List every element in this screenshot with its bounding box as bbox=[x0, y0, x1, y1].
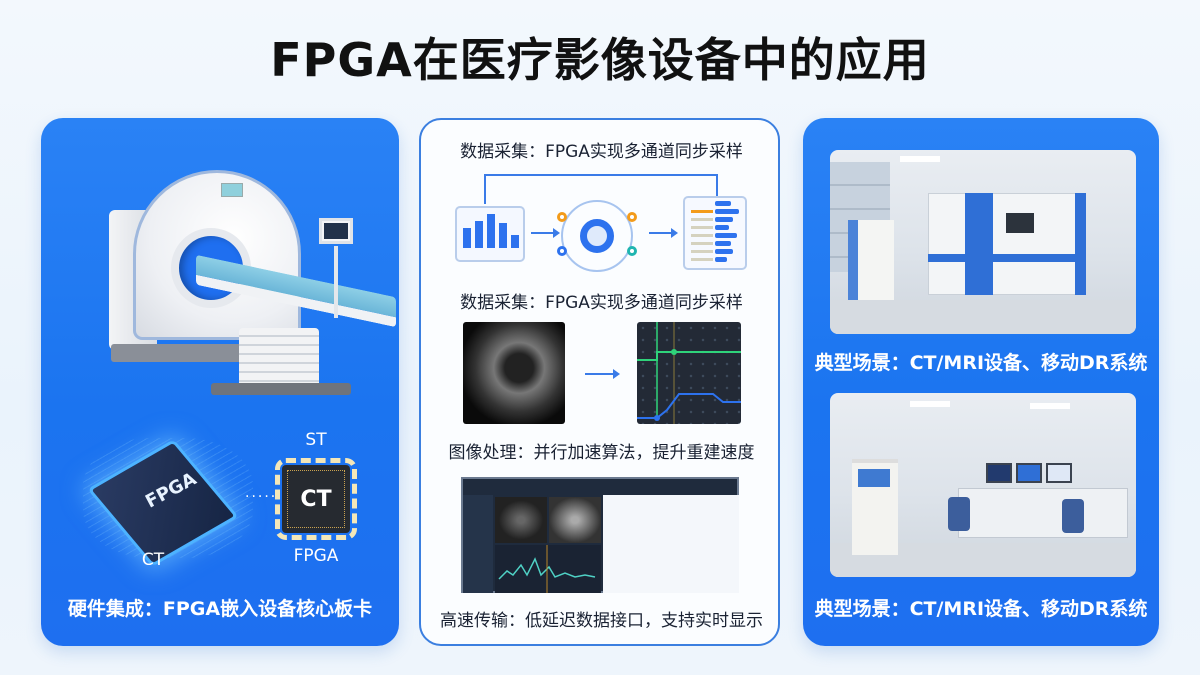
typical-scenarios-panel: 典型场景：CT/MRI设备、移动DR系统 典型场景：CT/MRI设备、移动DR系… bbox=[803, 118, 1159, 646]
ultrasound-image bbox=[463, 322, 565, 424]
waveform-plot bbox=[637, 322, 741, 424]
ct-chip-top-label: ST bbox=[305, 430, 327, 450]
ct-chip-icon: CT bbox=[275, 458, 357, 540]
data-pipeline-panel: 数据采集：FPGA实现多通道同步采样 数据采集：FPGA bbox=[419, 118, 780, 646]
ct-chip-label: CT bbox=[287, 470, 345, 528]
ranked-list-icon bbox=[683, 196, 747, 270]
processing-ring-icon bbox=[561, 200, 633, 272]
software-interface-screenshot bbox=[461, 477, 739, 593]
fpga-chip-caption: CT bbox=[141, 550, 165, 570]
page-title: FPGA在医疗影像设备中的应用 bbox=[270, 33, 930, 87]
image-processing-caption: 图像处理：并行加速算法，提升重建速度 bbox=[448, 443, 755, 463]
connector-dots: ····· bbox=[245, 489, 278, 505]
scenario-caption-1: 典型场景：CT/MRI设备、移动DR系统 bbox=[814, 352, 1148, 374]
section-heading-acquisition: 数据采集：FPGA实现多通道同步采样 bbox=[460, 142, 743, 162]
node-icon bbox=[627, 246, 637, 256]
transmission-caption: 高速传输：低延迟数据接口，支持实时显示 bbox=[440, 611, 763, 631]
lab-room-photo bbox=[830, 150, 1136, 334]
feedback-loop-arrow bbox=[484, 174, 718, 204]
scenario-caption-2: 典型场景：CT/MRI设备、移动DR系统 bbox=[814, 598, 1148, 620]
node-icon bbox=[557, 246, 567, 256]
hardware-caption: 硬件集成：FPGA嵌入设备核心板卡 bbox=[67, 598, 373, 620]
node-icon bbox=[627, 212, 637, 222]
bar-chart-icon bbox=[455, 206, 525, 262]
hardware-integration-panel: FPGA CT ····· ST CT FPGA 硬件集成：FPGA嵌入设备核心… bbox=[41, 118, 399, 646]
arrow-right-icon bbox=[585, 369, 620, 379]
ct-chip-bottom-label: FPGA bbox=[293, 546, 339, 566]
node-icon bbox=[557, 212, 567, 222]
arrow-right-icon bbox=[649, 228, 678, 238]
section-heading-acquisition-2: 数据采集：FPGA实现多通道同步采样 bbox=[460, 293, 743, 313]
arrow-right-icon bbox=[531, 228, 560, 238]
ct-scanner-illustration bbox=[71, 158, 396, 398]
control-room-photo bbox=[830, 393, 1136, 577]
